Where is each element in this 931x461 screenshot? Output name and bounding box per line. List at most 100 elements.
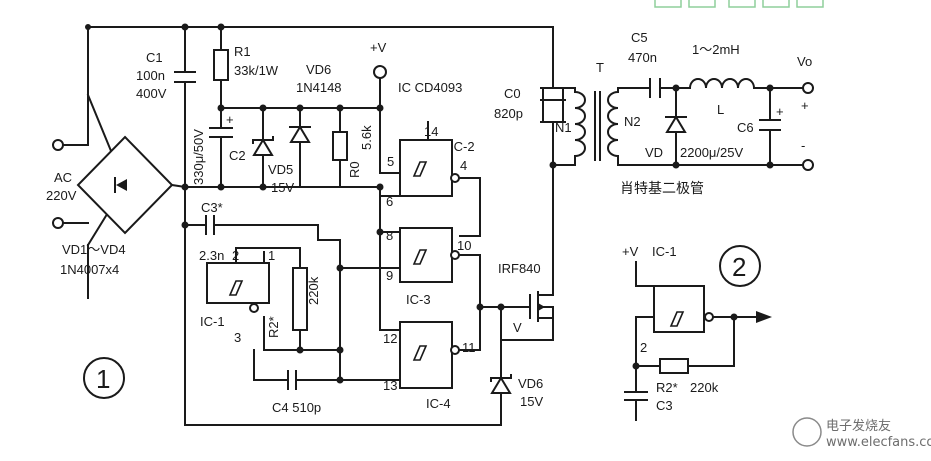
label-ic: IC CD4093 [398, 80, 462, 95]
label-vd: VD [645, 145, 663, 160]
label-c5-value: 470n [628, 50, 657, 65]
label-vd5: VD5 [268, 162, 293, 177]
bridge-rectifier [76, 135, 187, 235]
label-c0: C0 [504, 86, 521, 101]
transformer-n1 [540, 87, 586, 166]
svg-text:电子发烧友: 电子发烧友 [826, 418, 891, 434]
label-vd6: VD6 [306, 62, 331, 77]
label-c0-value: 820p [494, 106, 523, 121]
label-fig2-pin2: 2 [640, 340, 647, 355]
label-r2: R2* [266, 316, 281, 338]
capacitor-c3 [205, 215, 215, 235]
label-figure-2: 2 [732, 252, 746, 282]
label-ic3: IC-3 [406, 292, 431, 307]
zener-diode-vd5 [252, 136, 274, 156]
label-v: V [513, 320, 522, 335]
output-terminal-minus [802, 159, 814, 171]
label-vd6b-voltage: 15V [520, 394, 543, 409]
label-r0: R0 [347, 161, 362, 178]
label-pin2: 2 [232, 248, 239, 263]
label-fig2-vplus: +V [622, 244, 639, 259]
label-vo: Vo [797, 54, 812, 69]
vplus-terminal [373, 65, 387, 79]
ac-terminals [52, 94, 89, 229]
label-c6: C6 [737, 120, 754, 135]
label-t: T [596, 60, 604, 75]
label-c3: C3* [201, 200, 223, 215]
label-c5: C5 [631, 30, 648, 45]
figure-1-marker [83, 357, 125, 399]
label-r1: R1 [234, 44, 251, 59]
schottky-diode-vd [665, 115, 687, 133]
output-terminal-plus [802, 82, 814, 94]
label-pin6: 6 [386, 194, 393, 209]
figure-2-marker [719, 245, 761, 287]
label-figure-1: 1 [96, 364, 110, 394]
transformer-core [594, 91, 601, 161]
svg-text:+: + [226, 112, 234, 127]
label-pin1: 1 [268, 248, 275, 263]
toolbar-fragment [654, 0, 824, 8]
svg-text:www.elecfans.com: www.elecfans.com [826, 435, 931, 450]
label-pin5: 5 [387, 154, 394, 169]
label-n1: N1 [555, 120, 572, 135]
capacitor-c1 [174, 71, 196, 83]
junction-dots [85, 23, 774, 384]
gate-ic1 [206, 251, 270, 313]
label-vplus: +V [370, 40, 387, 55]
label-pin8: 8 [386, 228, 393, 243]
label-pin11: 11 [462, 340, 476, 355]
label-c1: C1 [146, 50, 163, 65]
label-pin13: 13 [383, 378, 397, 393]
label-pin10: 10 [457, 238, 471, 253]
label-l: L [717, 102, 724, 117]
label-c6-value: 2200μ/25V [680, 145, 743, 160]
resistor-r1 [213, 49, 229, 81]
label-schottky: 肖特基二极管 [620, 180, 704, 197]
mosfet-irf840 [529, 291, 554, 322]
gate-ic3 [399, 227, 460, 283]
label-fig2-r2-value: 220k [690, 380, 719, 395]
label-ac: AC [54, 170, 72, 185]
diode-vd6 [289, 125, 311, 143]
label-fig2-ic1: IC-1 [652, 244, 677, 259]
label-ic4: IC-4 [426, 396, 451, 411]
label-fig2-r2: R2* [656, 380, 678, 395]
label-bridge: VD1～VD4 [62, 242, 126, 257]
label-fig2-c3: C3 [656, 398, 673, 413]
capacitor-c0 [540, 87, 566, 123]
label-minus: - [801, 138, 805, 153]
resistor-r2 [292, 267, 308, 331]
zener-diode-vd6b [490, 306, 512, 426]
gate-ic2 [399, 139, 460, 197]
label-pin9: 9 [386, 268, 393, 283]
label-plus: + [801, 98, 809, 113]
figure-2-circuit [624, 261, 772, 421]
svg-text:+: + [776, 104, 784, 119]
gate-ic4 [399, 321, 460, 389]
inductor-l [688, 78, 756, 90]
label-vd6-type: 1N4148 [296, 80, 342, 95]
capacitor-c2: + [209, 112, 234, 138]
label-r0-value: 5.6k [359, 125, 374, 150]
label-pin3: 3 [234, 330, 241, 345]
label-irf840: IRF840 [498, 261, 541, 276]
label-ic2: IC-2 [450, 139, 475, 154]
label-pin14: 14 [424, 124, 438, 139]
label-pin4: 4 [460, 158, 467, 173]
label-pin12: 12 [383, 331, 397, 346]
label-n2: N2 [624, 114, 641, 129]
label-ic1: IC-1 [200, 314, 225, 329]
component-labels: C1 100n 400V R1 33k/1W VD6 1N4148 +V IC … [46, 30, 812, 415]
capacitor-c4 [287, 370, 297, 390]
label-r2-value: 220k [306, 276, 321, 305]
label-vd5-voltage: 15V [271, 180, 294, 195]
label-ac-voltage: 220V [46, 188, 77, 203]
label-c2: C2 [229, 148, 246, 163]
capacitor-c5 [649, 78, 661, 98]
label-bridge-type: 1N4007x4 [60, 262, 119, 277]
label-l-value: 1～2mH [692, 42, 740, 57]
label-c2-value: 330μ/50V [191, 129, 206, 185]
label-c4: C4 510p [272, 400, 321, 415]
